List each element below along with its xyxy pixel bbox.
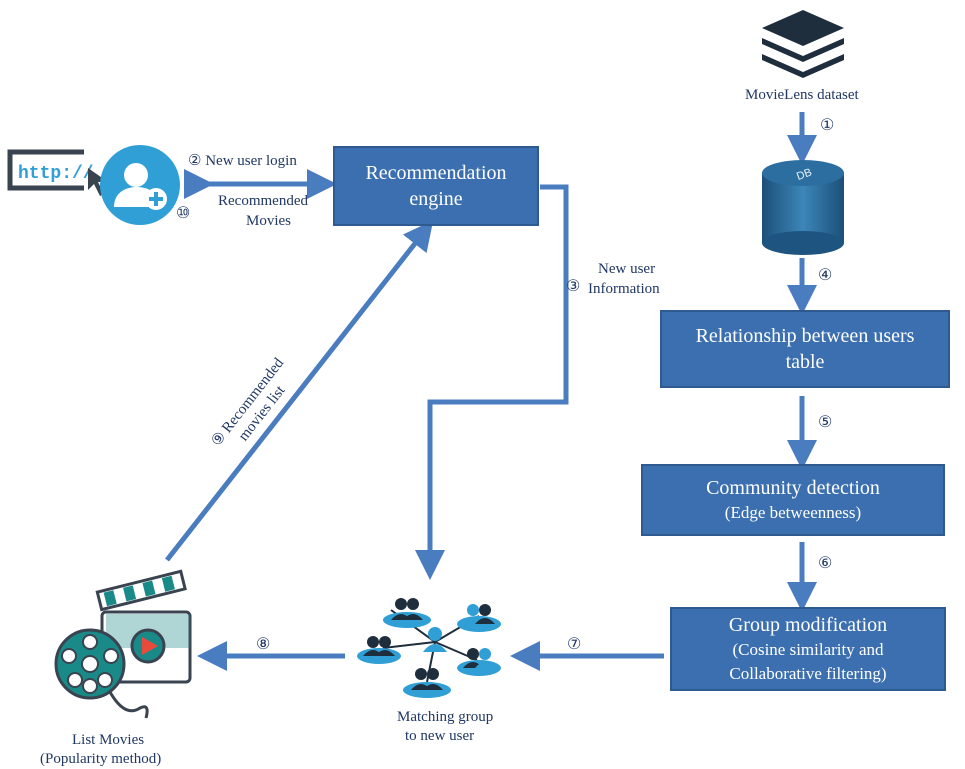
- group-mod-line3: Collaborative filtering): [729, 664, 887, 683]
- step-3-number: ③: [566, 278, 581, 295]
- step-10-label-line1: Recommended: [218, 193, 308, 209]
- group-mod-line2: (Cosine similarity and: [732, 640, 884, 659]
- step-1-number: ①: [820, 117, 835, 134]
- community-detection-box: Community detection (Edge betweenness): [641, 464, 945, 536]
- community-line1: Community detection: [706, 477, 880, 499]
- step-3-label-line2: Information: [588, 281, 660, 297]
- new-user-icon: [100, 145, 180, 225]
- http-text: http://: [18, 164, 94, 184]
- step-6-number: ⑥: [818, 555, 833, 572]
- step-4-number: ④: [818, 267, 833, 284]
- relationship-line2: table: [785, 351, 825, 373]
- arrow-step-9: [165, 220, 434, 562]
- step-8-number: ⑧: [256, 636, 271, 653]
- step-10-label-line2: Movies: [246, 213, 291, 229]
- db-label: DB: [795, 166, 813, 183]
- step-3-label-line1: New user: [598, 261, 656, 277]
- arrow-step-3: [415, 184, 569, 580]
- dataset-stack-icon: [762, 10, 844, 78]
- user-group-icon: [357, 598, 501, 698]
- play-icon: [130, 628, 166, 664]
- engine-line2: engine: [409, 188, 463, 210]
- list-movies-line1: List Movies: [72, 732, 145, 748]
- community-line2: (Edge betweenness): [724, 503, 862, 522]
- list-movies-line2: (Popularity method): [40, 751, 162, 767]
- step-7-number: ⑦: [567, 636, 582, 653]
- step-2-label: ② New user login: [188, 153, 297, 169]
- relationship-line1: Relationship between users: [695, 325, 915, 347]
- engine-line1: Recommendation: [365, 162, 507, 184]
- group-mod-line1: Group modification: [728, 614, 888, 636]
- matching-label-line1: Matching group: [397, 709, 494, 725]
- movie-clapper-icon: [54, 569, 192, 719]
- matching-label-line2: to new user: [405, 728, 475, 744]
- step-5-number: ⑤: [818, 414, 833, 431]
- step-10-number: ⑩: [176, 205, 191, 222]
- film-reel-icon: [54, 628, 126, 700]
- relationship-table-box: Relationship between users table: [660, 310, 950, 388]
- database-icon: DB: [762, 160, 844, 255]
- group-modification-box: Group modification (Cosine similarity an…: [670, 607, 946, 691]
- recommendation-engine-box: Recommendation engine: [333, 146, 539, 226]
- http-link-icon: http://: [7, 149, 108, 196]
- dataset-label: MovieLens dataset: [745, 87, 859, 103]
